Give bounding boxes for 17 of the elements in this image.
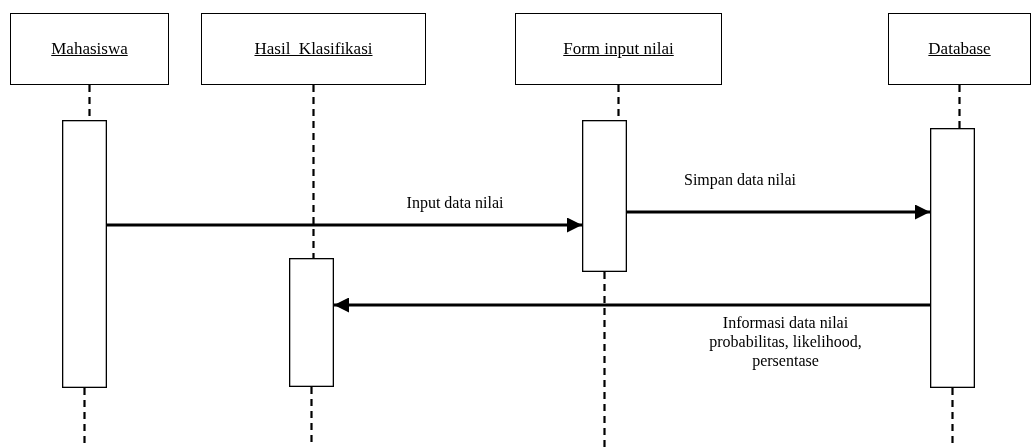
message-label: Informasi data nilai probabilitas, likelihood, persentase — [708, 313, 863, 370]
activation-bar — [62, 120, 107, 388]
message-arrow — [627, 204, 930, 220]
activation-bar — [289, 258, 334, 387]
lifeline-header-box: Database — [888, 13, 1031, 85]
message-arrow — [107, 217, 582, 233]
lifeline — [603, 272, 606, 447]
lifeline-header-box: Mahasiswa — [10, 13, 169, 85]
activation-bar — [930, 128, 975, 388]
lifeline — [958, 85, 961, 128]
message-label: Input data nilai — [405, 193, 505, 212]
lifeline-header-box: Form input nilai — [515, 13, 722, 85]
lifeline — [312, 85, 315, 258]
message-label: Simpan data nilai — [683, 170, 797, 189]
message-arrow — [334, 297, 930, 313]
lifeline-header-box: Hasil_Klasifikasi — [201, 13, 426, 85]
activation-bar — [582, 120, 627, 272]
